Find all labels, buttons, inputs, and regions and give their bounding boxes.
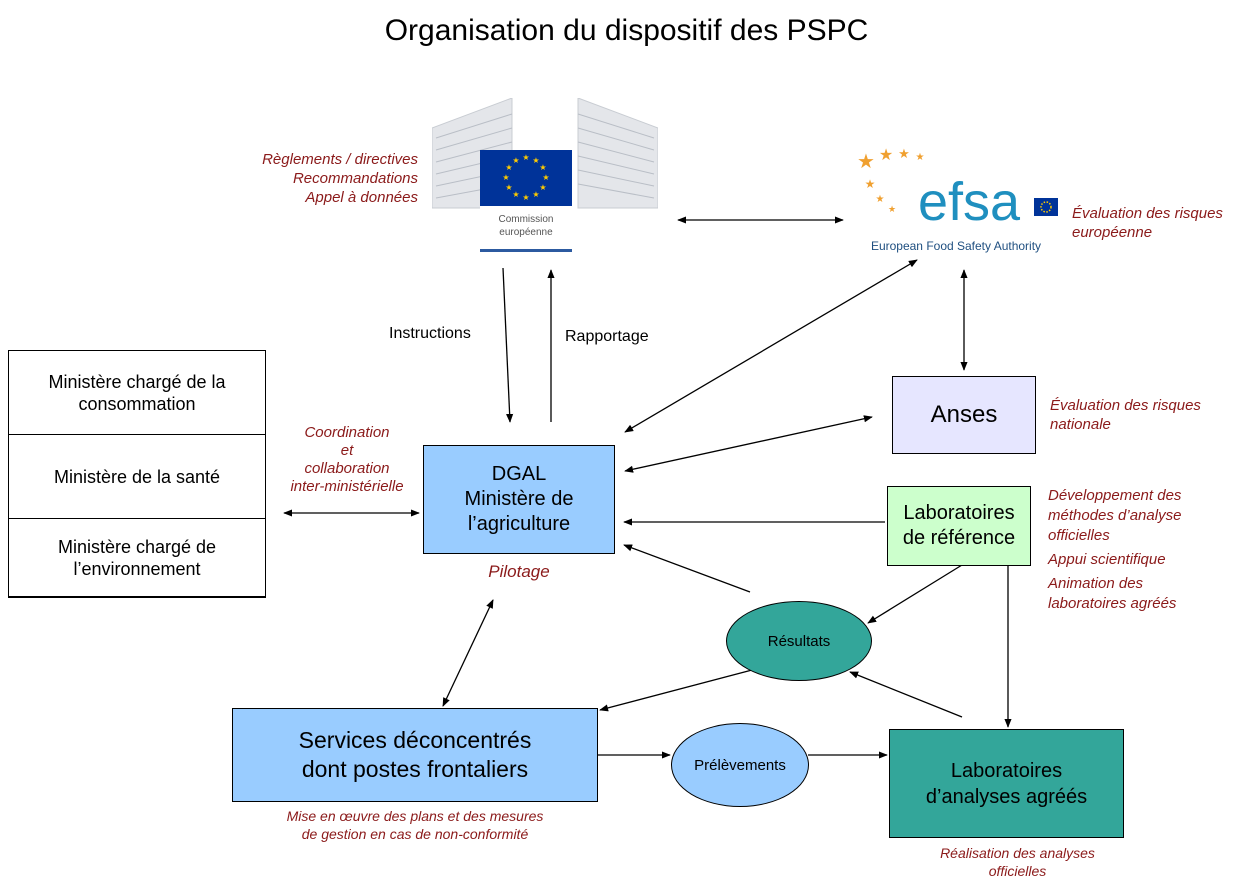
page-title: Organisation du dispositif des PSPC <box>384 14 869 47</box>
dgal-label: Ministère de <box>464 488 574 510</box>
arrow-anses-dgal <box>624 415 873 473</box>
svg-text:★: ★ <box>512 190 519 199</box>
svg-text:★: ★ <box>888 205 896 215</box>
labs-agrees-label: d’analyses agréés <box>925 785 1088 808</box>
lab-reference-note: méthodes d’analyse <box>1048 507 1182 524</box>
anses-note: nationale <box>1050 416 1111 433</box>
arrow-labref-resultats <box>867 564 963 624</box>
dgal-box: DGAL Ministère de l’agriculture <box>423 445 615 554</box>
svg-text:★: ★ <box>505 183 512 192</box>
commission-note: Règlements / directives <box>262 151 418 168</box>
coordination-note-line: collaboration <box>304 460 390 477</box>
ministry-consommation: Ministère chargé de la consommation <box>8 350 266 435</box>
ministry-label: Ministère chargé de <box>57 537 217 557</box>
svg-text:★: ★ <box>532 190 539 199</box>
labs-agrees-box: Laboratoires d’analyses agréés <box>889 729 1124 838</box>
commission-note: Recommandations <box>292 170 418 187</box>
dgal-note: Pilotage <box>488 562 550 581</box>
arrow-dgal-services <box>442 599 494 707</box>
labs-agrees-notes: Réalisation des analyses officielles <box>900 844 1135 880</box>
svg-text:★: ★ <box>857 149 875 173</box>
commission-logo-label-2: européenne <box>499 227 553 238</box>
lab-reference-note: Animation des <box>1048 575 1144 592</box>
ministry-environnement: Ministère chargé de l’environnement <box>8 518 266 598</box>
labs-agrees-note: officielles <box>988 863 1047 879</box>
anses-label: Anses <box>930 401 998 428</box>
labs-agrees-note: Réalisation des analyses <box>940 845 1095 861</box>
lab-reference-label: Laboratoires <box>903 502 1015 524</box>
arrow-instructions <box>502 267 514 423</box>
coordination-note-line: et <box>340 442 354 459</box>
commission-europeenne-logo: ★ ★ ★ ★ ★ ★ ★ ★ ★ ★ ★ ★ Commission europ… <box>432 98 658 252</box>
ministry-label: consommation <box>78 393 196 414</box>
resultats-label: Résultats <box>767 632 831 650</box>
prelevements-node: Prélèvements <box>671 723 809 807</box>
labs-agrees-label: Laboratoires <box>950 759 1063 782</box>
efsa-wordmark: efsa <box>918 172 1021 232</box>
lab-reference-label: de référence <box>902 527 1016 549</box>
services-label: dont postes frontaliers <box>301 756 529 782</box>
efsa-logo: ★ ★ ★ ★ ★ ★ ★ efsa European Food Safety … <box>857 146 1058 253</box>
services-note: Mise en œuvre des plans et des mesures <box>286 808 544 824</box>
arrow-labsagrees-resultats <box>849 671 963 718</box>
svg-text:★: ★ <box>505 163 512 172</box>
anses-notes: Évaluation des risques nationale <box>1050 396 1250 434</box>
coordination-note-line: inter-ministérielle <box>290 478 404 495</box>
lab-reference-note: Appui scientifique <box>1048 551 1166 568</box>
ministries-panel: Ministère chargé de la consommation Mini… <box>8 350 266 598</box>
anses-note: Évaluation des risques <box>1050 397 1201 414</box>
svg-text:★: ★ <box>502 173 509 182</box>
dgal-label: l’agriculture <box>467 513 571 535</box>
svg-text:★: ★ <box>916 152 925 163</box>
svg-text:★: ★ <box>539 163 546 172</box>
ministry-label: Ministère de la santé <box>53 466 221 487</box>
services-notes: Mise en œuvre des plans et des mesures d… <box>232 807 598 843</box>
ministry-label: Ministère chargé de la <box>48 371 226 392</box>
services-note: de gestion en cas de non-conformité <box>301 826 529 842</box>
svg-text:★: ★ <box>876 194 885 205</box>
dgal-label: DGAL <box>491 463 547 485</box>
svg-text:★: ★ <box>865 177 876 191</box>
svg-text:★: ★ <box>879 146 893 164</box>
commission-notes: Règlements / directives Recommandations … <box>226 150 418 207</box>
arrow-resultats-services <box>599 669 753 712</box>
efsa-notes: Évaluation des risques européenne <box>1072 204 1252 242</box>
lab-reference-note: laboratoires agréés <box>1048 595 1177 612</box>
ministry-label: l’environnement <box>73 559 201 579</box>
efsa-note: européenne <box>1072 224 1153 241</box>
efsa-subtitle: European Food Safety Authority <box>871 239 1041 253</box>
services-deconcentres-box: Services déconcentrés dont postes fronta… <box>232 708 598 802</box>
commission-note: Appel à données <box>305 189 418 206</box>
commission-logo-label-1: Commission <box>498 214 553 225</box>
svg-text:★: ★ <box>532 156 539 165</box>
coordination-note: Coordination et collaboration inter-mini… <box>262 424 432 496</box>
rapportage-label: Rapportage <box>565 328 649 345</box>
svg-text:★: ★ <box>522 193 529 202</box>
arrow-efsa-dgal <box>624 259 918 433</box>
efsa-note: Évaluation des risques <box>1072 205 1223 222</box>
coordination-note-line: Coordination <box>304 424 390 441</box>
svg-text:★: ★ <box>539 183 546 192</box>
instructions-label: Instructions <box>389 325 471 342</box>
lab-reference-box: Laboratoires de référence <box>887 486 1031 566</box>
lab-reference-note: officielles <box>1048 527 1110 544</box>
lab-reference-note: Développement des <box>1048 487 1182 504</box>
svg-text:★: ★ <box>898 147 910 162</box>
svg-text:★: ★ <box>542 173 549 182</box>
arrow-resultats-dgal <box>623 544 751 593</box>
svg-text:★: ★ <box>512 156 519 165</box>
prelevements-label: Prélèvements <box>694 756 786 774</box>
lab-reference-notes: Développement des méthodes d’analyse off… <box>1048 486 1248 614</box>
resultats-node: Résultats <box>726 601 872 681</box>
ministry-sante: Ministère de la santé <box>8 434 266 519</box>
anses-box: Anses <box>892 376 1036 454</box>
services-label: Services déconcentrés <box>298 727 532 753</box>
svg-text:★: ★ <box>522 153 529 162</box>
